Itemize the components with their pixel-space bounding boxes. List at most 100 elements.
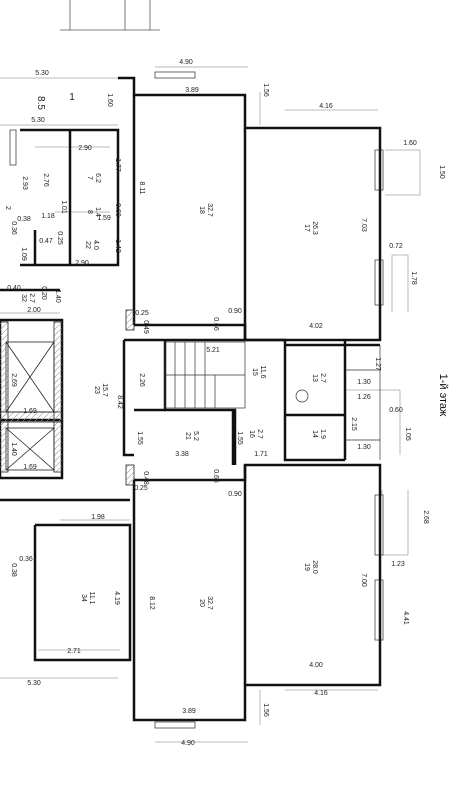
staircase: [164, 341, 381, 460]
dim-label: 1.56: [262, 703, 269, 717]
room-area-r22: 4.0: [92, 240, 99, 250]
dim-label: 0.66: [212, 317, 219, 331]
hatched-shafts: [0, 309, 135, 486]
dim-label: 4.41: [402, 611, 409, 625]
dim-label: 0.25: [56, 231, 63, 245]
room-area-r21: 5.2: [192, 431, 199, 441]
dim-label: 2.69: [10, 373, 17, 387]
room-number-r17: 17: [303, 224, 310, 232]
dim-label: 5.21: [206, 347, 220, 354]
room-number-r22: 22: [84, 241, 91, 249]
dim-label: 1.42: [114, 239, 121, 253]
dim-label: 1.18: [41, 213, 55, 220]
dim-label: 0.40: [7, 285, 21, 292]
dim-label: 1.09: [20, 247, 27, 261]
dim-label: 8.42: [116, 395, 123, 409]
dim-label: 4.16: [314, 690, 328, 697]
dim-label: 1.56: [262, 83, 269, 97]
dim-label: 3.38: [175, 451, 189, 458]
dim-label: 1.69: [23, 408, 37, 415]
dim-label: 4.16: [319, 103, 333, 110]
room-area-r34: 11.1: [88, 591, 95, 604]
room-number-r13: 13: [311, 374, 318, 382]
dim-label: 7.03: [360, 218, 367, 232]
dim-label: 1.69: [23, 464, 37, 471]
room-number-r16: 16: [248, 430, 255, 438]
dim-label: 8.12: [148, 596, 155, 610]
room-area-r16: 2.7: [256, 429, 263, 439]
room-area-r13: 2.7: [319, 373, 326, 383]
dim-label: 1.40: [54, 289, 61, 303]
dim-label: 4.19: [113, 591, 120, 605]
dim-label: 0.49: [142, 320, 149, 334]
room-area-r20: 32.7: [206, 596, 213, 610]
room-number-r23: 23: [93, 386, 100, 394]
dim-label: 2.93: [21, 176, 28, 190]
dim-label: 8.11: [138, 181, 145, 194]
room-number-r8: 8: [86, 210, 93, 214]
dim-label: 1.98: [91, 514, 105, 521]
dim-label: 2.15: [350, 417, 357, 431]
dim-label: 2.68: [422, 510, 429, 524]
room-area-r17: 26.3: [311, 221, 318, 235]
dim-label: 1.30: [357, 379, 371, 386]
room-area-r19: 28.0: [311, 560, 318, 574]
dim-label: 1.30: [357, 444, 371, 451]
room-area-r15: 11.6: [259, 365, 266, 378]
dim-label: 0.90: [228, 491, 242, 498]
room-area-r7: 6.2: [94, 173, 101, 183]
dim-label: 4.90: [179, 59, 193, 66]
room-number-r14: 14: [311, 430, 318, 438]
dim-label: 4.90: [181, 740, 195, 747]
room-number-r19: 19: [303, 563, 310, 571]
dim-label: 1.55: [236, 431, 243, 445]
dim-label: 0.25: [134, 485, 148, 492]
room-area-r32: 2.7: [28, 293, 35, 303]
dim-label: 1.27: [374, 357, 381, 371]
dim-label: 0.20: [40, 286, 47, 300]
dim-label: 1.40: [10, 442, 17, 456]
dim-label: 0.38: [10, 563, 17, 577]
room-area-r14: 1.9: [319, 429, 326, 439]
dim-label: 1.55: [136, 431, 143, 445]
dim-label: 2.90: [78, 145, 92, 152]
room-area-r18: 32.7: [206, 203, 213, 217]
dim-label: 1.26: [357, 394, 371, 401]
room-labels: 1 8.5 7 6.2 8 1.4 22 4.0 18 32.7 17 26.3…: [20, 92, 326, 610]
dim-label: 2: [4, 206, 11, 210]
dimension-labels-vertical: 1.60 1.56 1.77 2.93 2.76 8.11 1.50 1.01 …: [4, 83, 445, 717]
dim-label: 5.30: [35, 70, 49, 77]
dim-label: 1.23: [391, 561, 405, 568]
dim-label: 0.68: [114, 203, 121, 217]
dim-label: 3.89: [182, 708, 196, 715]
room-area-r1: 8.5: [35, 96, 46, 110]
title-block-marks: [60, 0, 160, 31]
dim-label: 0.66: [212, 469, 219, 483]
dim-label: 5.30: [27, 680, 41, 687]
dim-label: 3.89: [185, 87, 199, 94]
dim-label: 0.25: [135, 310, 149, 317]
dim-label: 0.36: [19, 556, 33, 563]
dim-label: 1.60: [106, 93, 113, 107]
floor-title: 1-й этаж: [437, 374, 449, 417]
dim-label: 1.01: [60, 200, 67, 214]
dim-label: 0.90: [228, 308, 242, 315]
room-number-r21: 21: [184, 432, 191, 440]
dim-label: 1.59: [97, 215, 111, 222]
dim-label: 0.36: [10, 221, 17, 235]
dim-label: 2.26: [138, 373, 145, 387]
dim-label: 1.50: [438, 165, 445, 179]
dim-label: 2.76: [42, 173, 49, 187]
room-number-r32: 32: [20, 294, 27, 302]
dim-label: 1.05: [404, 427, 411, 441]
dim-label: 1.78: [410, 271, 417, 285]
room-number-r20: 20: [198, 599, 205, 607]
dim-label: 4.00: [309, 662, 323, 669]
room-area-r23: 15.7: [101, 383, 108, 397]
dim-label: 0.72: [389, 243, 403, 250]
room-number-r7: 7: [86, 176, 93, 180]
dim-label: 0.47: [39, 238, 53, 245]
room-number-r34: 34: [80, 594, 87, 602]
dim-label: 2.90: [75, 260, 89, 267]
